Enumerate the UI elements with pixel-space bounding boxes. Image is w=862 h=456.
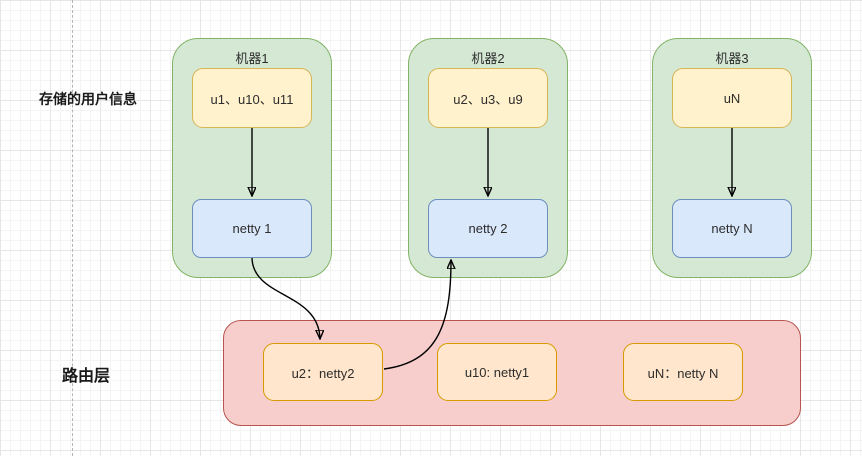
machine-1-title: 机器1 [235, 51, 269, 66]
routing-entry-u10[interactable]: u10: netty1 [437, 343, 557, 401]
machine-2-netty-node[interactable]: netty 2 [428, 199, 548, 258]
machine-1-netty-node[interactable]: netty 1 [192, 199, 312, 258]
page-boundary-line [72, 0, 73, 456]
machine-3-title: 机器3 [715, 51, 749, 66]
machine-1-container[interactable]: 机器1 u1、u10、u11 netty 1 [172, 38, 332, 278]
stored-users-label[interactable]: 存储的用户信息 [39, 91, 137, 107]
routing-layer-container[interactable]: u2：netty2 u10: netty1 uN：netty N [223, 320, 801, 426]
machine-3-container[interactable]: 机器3 uN netty N [652, 38, 812, 278]
machine-3-users-node[interactable]: uN [672, 68, 792, 128]
machine-1-users-node[interactable]: u1、u10、u11 [192, 68, 312, 128]
machine-2-users-node[interactable]: u2、u3、u9 [428, 68, 548, 128]
routing-entry-uN[interactable]: uN：netty N [623, 343, 743, 401]
machine-2-container[interactable]: 机器2 u2、u3、u9 netty 2 [408, 38, 568, 278]
machine-3-netty-node[interactable]: netty N [672, 199, 792, 258]
machine-2-title: 机器2 [471, 51, 505, 66]
routing-layer-label[interactable]: 路由层 [62, 368, 111, 385]
routing-entry-u2[interactable]: u2：netty2 [263, 343, 383, 401]
